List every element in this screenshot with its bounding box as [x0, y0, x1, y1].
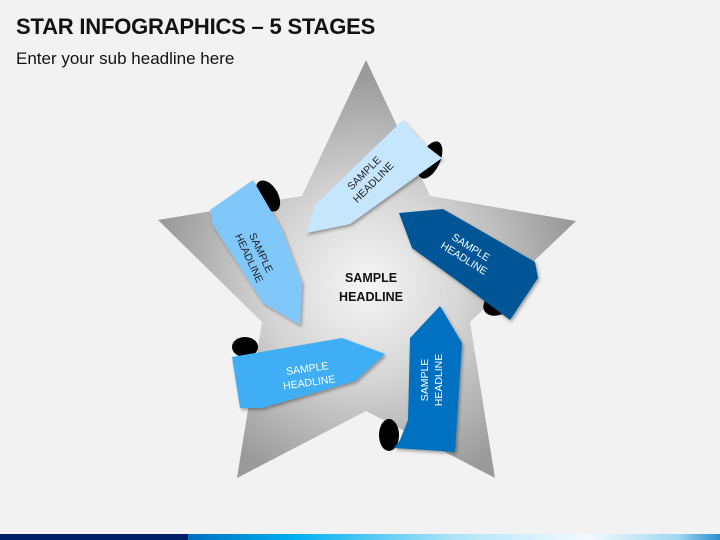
footer-dark-segment	[0, 534, 188, 540]
slide-title: STAR INFOGRAPHICS – 5 STAGES	[16, 14, 376, 39]
stage-3-line1: SAMPLE	[419, 359, 431, 402]
center-headline-line2: HEADLINE	[339, 290, 403, 304]
center-headline-line1: SAMPLE	[345, 271, 397, 285]
slide-subtitle: Enter your sub headline here	[16, 49, 235, 68]
ribbon-curl-4	[232, 337, 258, 357]
stage-ribbon-3[interactable]: SAMPLE HEADLINE	[379, 306, 462, 452]
ribbon-body-1	[306, 120, 442, 233]
footer-gradient-segment	[188, 534, 720, 540]
ribbon-body-3	[394, 306, 462, 452]
ribbon-body-2	[399, 209, 538, 320]
stage-3-line2: HEADLINE	[433, 354, 445, 407]
stage-ribbon-2[interactable]: SAMPLE HEADLINE	[399, 209, 538, 321]
ribbon-curl-3	[379, 419, 399, 451]
footer-bar	[0, 534, 720, 540]
stage-ribbon-5[interactable]: SAMPLE HEADLINE	[210, 176, 302, 325]
stage-ribbon-1[interactable]: SAMPLE HEADLINE	[306, 120, 448, 233]
stage-4-line1: SAMPLE	[285, 360, 329, 378]
ribbon-body-5	[210, 180, 302, 325]
stage-ribbon-4[interactable]: SAMPLE HEADLINE	[232, 337, 385, 408]
ribbon-body-4	[232, 338, 385, 408]
